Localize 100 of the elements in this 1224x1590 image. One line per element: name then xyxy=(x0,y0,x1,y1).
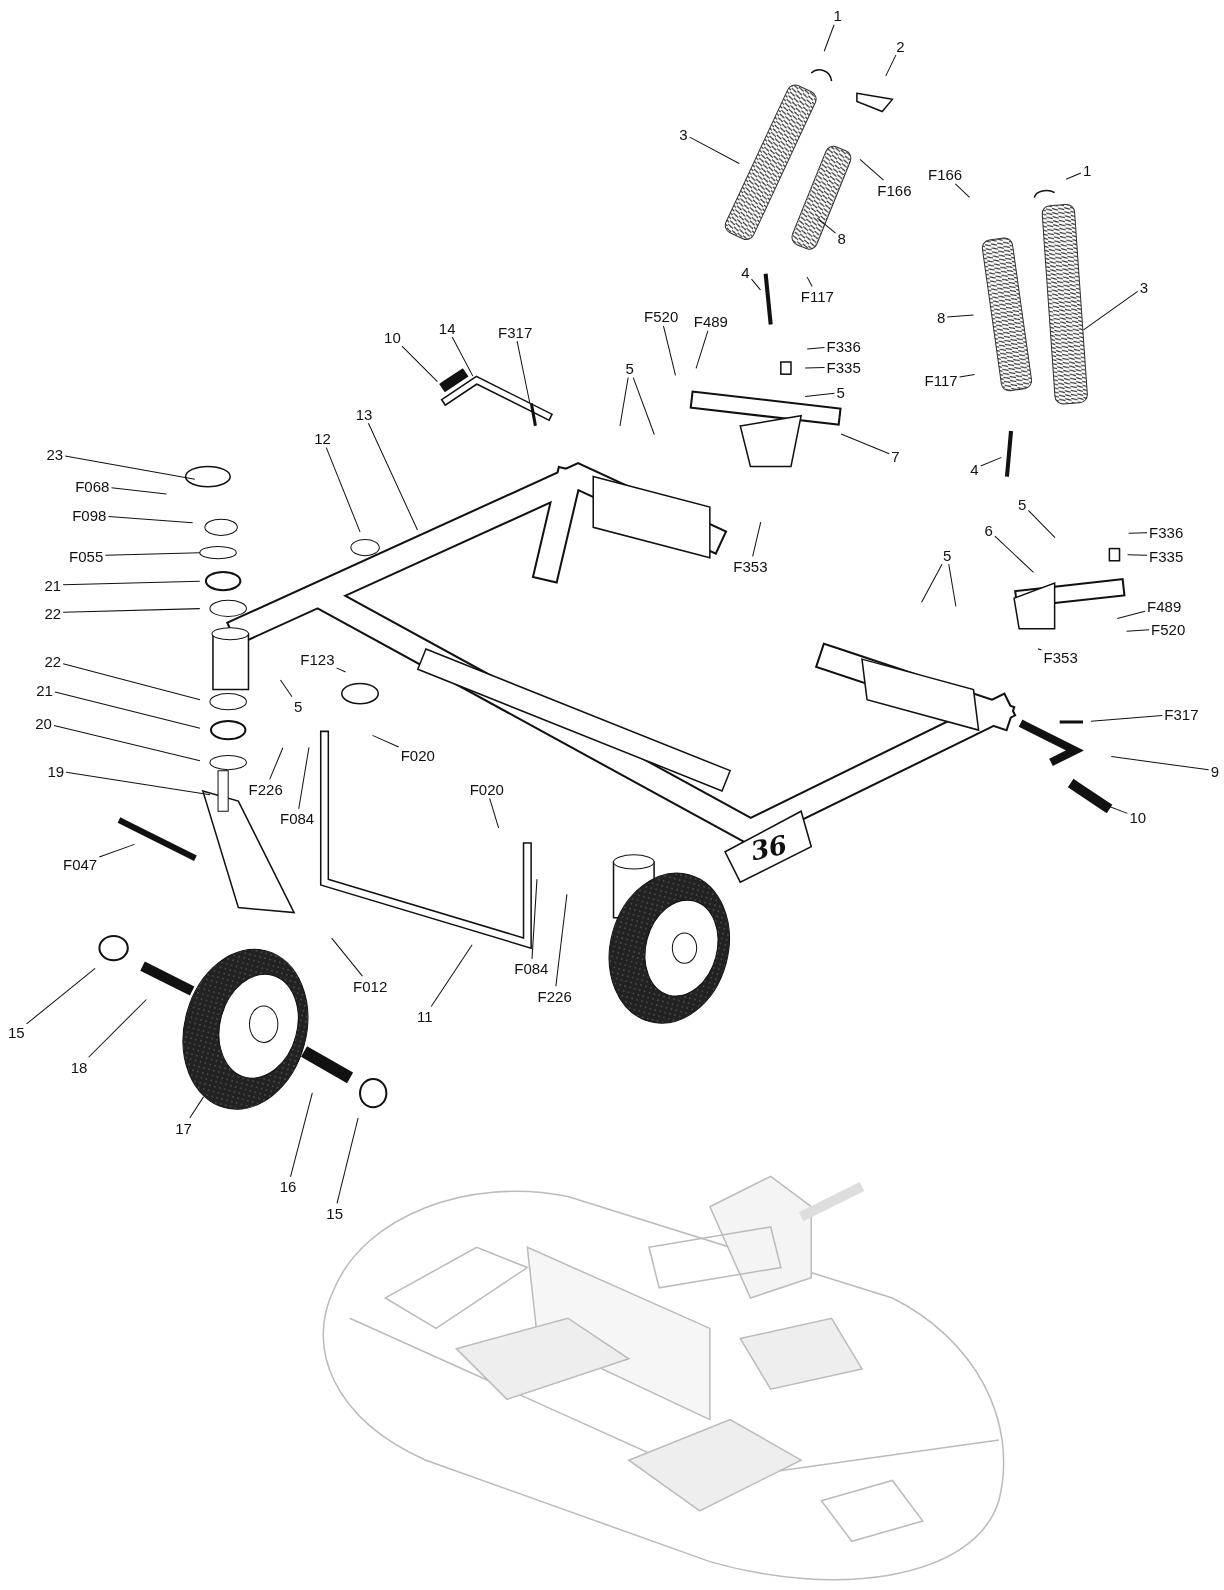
callout-number: F098 xyxy=(71,506,108,524)
leader-line xyxy=(62,608,201,613)
leader-line xyxy=(689,136,740,164)
callout-number: F520 xyxy=(1150,620,1187,638)
leader-line xyxy=(290,1092,313,1178)
callout-number: 3 xyxy=(1138,278,1150,296)
leader-line xyxy=(1116,610,1146,620)
leader-line xyxy=(946,314,975,318)
callout-number: 13 xyxy=(354,405,374,423)
leader-line xyxy=(98,843,135,858)
callout-number: 1 xyxy=(832,6,843,24)
callout-number: 23 xyxy=(45,445,65,463)
leader-line xyxy=(1037,648,1043,651)
leader-line xyxy=(26,967,96,1025)
leader-line xyxy=(751,278,761,291)
leader-line xyxy=(885,54,897,77)
leader-line xyxy=(516,340,531,404)
leader-line xyxy=(840,433,890,455)
callout-number: 16 xyxy=(278,1177,298,1195)
callout-number: F020 xyxy=(399,747,436,764)
leader-line xyxy=(401,345,438,383)
callout-number: 6 xyxy=(983,521,994,539)
callout-number: F055 xyxy=(68,547,105,565)
callout-number: 5 xyxy=(292,697,304,715)
callout-number: 8 xyxy=(836,229,847,247)
leader-line xyxy=(804,367,826,369)
leader-line xyxy=(104,552,201,556)
leader-line xyxy=(1110,756,1210,771)
leader-line xyxy=(619,377,629,427)
callout-number: F489 xyxy=(692,312,729,330)
callout-number: F084 xyxy=(279,809,316,827)
leader-line xyxy=(65,771,211,796)
leader-line xyxy=(994,535,1034,573)
callout-number: 9 xyxy=(1209,762,1221,780)
leader-line xyxy=(336,1117,359,1204)
callout-number: 15 xyxy=(325,1204,344,1222)
leader-line xyxy=(980,456,1002,467)
callout-number: 3 xyxy=(678,125,689,143)
leader-line xyxy=(107,516,194,524)
leader-line xyxy=(954,183,971,198)
callout-number: 14 xyxy=(437,319,457,337)
callout-number: 17 xyxy=(174,1119,193,1137)
callout-number: F084 xyxy=(513,959,550,977)
leader-line xyxy=(531,878,538,960)
callout-number: F317 xyxy=(497,323,534,341)
leader-line xyxy=(959,374,976,378)
leader-line xyxy=(948,563,957,607)
leader-line xyxy=(806,347,826,350)
callout-number: F520 xyxy=(643,307,680,325)
callout-number: F226 xyxy=(247,780,284,798)
callout-number: 5 xyxy=(624,359,635,377)
leader-line xyxy=(695,330,709,369)
leader-line xyxy=(859,158,885,181)
leader-line xyxy=(336,667,347,673)
callout-number: F226 xyxy=(536,987,573,1005)
callout-number: 15 xyxy=(6,1023,26,1041)
leader-line xyxy=(331,937,363,977)
leader-line xyxy=(632,377,655,435)
callout-number: F317 xyxy=(1163,705,1200,723)
callout-number: 22 xyxy=(43,604,63,621)
leader-line xyxy=(804,392,835,398)
leader-line xyxy=(1065,172,1082,180)
leader-line xyxy=(1128,532,1148,534)
leader-line xyxy=(53,725,201,762)
callout-number: F336 xyxy=(1148,523,1185,541)
callout-number: F123 xyxy=(299,650,336,668)
callout-number: 2 xyxy=(895,37,906,55)
callout-number: F335 xyxy=(1148,547,1185,565)
size-marking: 36 xyxy=(747,829,790,867)
callout-number: 4 xyxy=(969,460,980,477)
callout-number: 5 xyxy=(941,546,953,564)
callout-number: F489 xyxy=(1146,597,1183,615)
leader-line xyxy=(489,797,500,829)
callout-number: 5 xyxy=(835,383,846,401)
callout-number: 12 xyxy=(313,429,332,447)
callout-number: 22 xyxy=(43,652,63,670)
leader-line xyxy=(1090,714,1163,722)
leader-line xyxy=(555,893,568,987)
callout-number: 19 xyxy=(46,762,66,780)
callout-number: F068 xyxy=(74,477,111,495)
callout-number: F336 xyxy=(825,337,862,355)
callout-number: 8 xyxy=(935,308,947,326)
leader-line xyxy=(279,679,293,698)
callout-number: 10 xyxy=(1128,808,1148,826)
leader-line xyxy=(298,746,310,810)
leader-line xyxy=(64,455,196,480)
callout-number: 7 xyxy=(890,447,901,465)
callout-number: F117 xyxy=(799,287,835,305)
leader-line xyxy=(62,580,201,586)
callout-number: F047 xyxy=(62,855,99,873)
leader-line xyxy=(189,1096,204,1119)
leader-line xyxy=(367,422,418,531)
callout-number: 1 xyxy=(1081,161,1093,179)
callout-number: F117 xyxy=(923,371,959,389)
callout-number: 18 xyxy=(69,1058,89,1076)
callout-number: 21 xyxy=(43,576,63,594)
callout-number: F166 xyxy=(876,181,913,199)
callout-number: F020 xyxy=(468,780,505,798)
leader-line xyxy=(451,336,474,377)
leader-line xyxy=(430,944,473,1008)
